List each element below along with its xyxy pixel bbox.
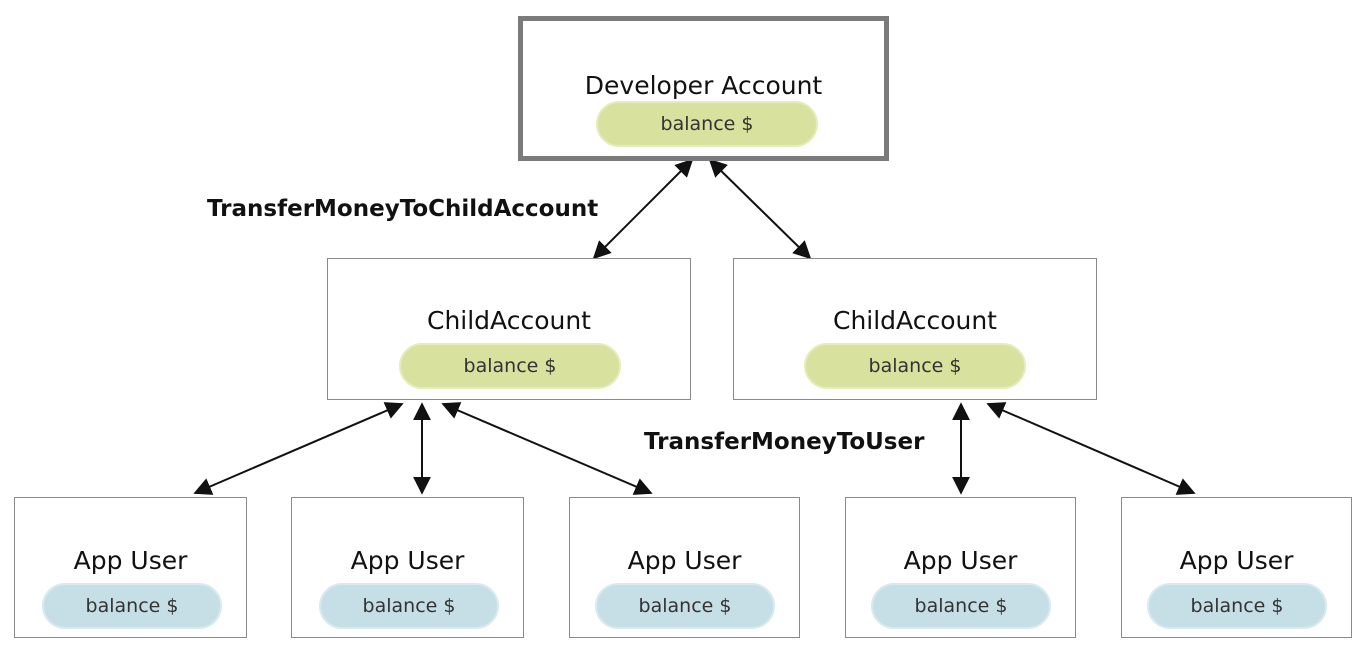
- app-user-balance-pill: balance $: [595, 583, 775, 629]
- app-user-node-1: App User balance $: [14, 497, 247, 638]
- app-user-title: App User: [1179, 546, 1294, 575]
- app-user-balance-pill: balance $: [871, 583, 1051, 629]
- arrow-child-2-user-5: [986, 402, 1196, 495]
- app-user-balance-pill: balance $: [1147, 583, 1327, 629]
- child-account-balance-pill: balance $: [804, 343, 1026, 389]
- arrow-child-1-user-1: [193, 402, 404, 495]
- arrow-developer-child-1: [592, 158, 694, 260]
- app-user-node-5: App User balance $: [1121, 497, 1352, 638]
- child-account-node-1: ChildAccount balance $: [327, 258, 691, 400]
- app-user-node-3: App User balance $: [569, 497, 800, 638]
- app-user-title: App User: [627, 546, 742, 575]
- app-user-node-4: App User balance $: [845, 497, 1076, 638]
- child-account-balance-pill: balance $: [399, 343, 621, 389]
- child-account-title: ChildAccount: [426, 306, 591, 335]
- app-user-title: App User: [350, 546, 465, 575]
- app-user-balance-pill: balance $: [319, 583, 499, 629]
- app-user-balance-pill: balance $: [42, 583, 222, 629]
- child-account-node-2: ChildAccount balance $: [733, 258, 1097, 400]
- arrow-child-1-user-3: [441, 402, 653, 495]
- app-user-node-2: App User balance $: [291, 497, 524, 638]
- app-user-title: App User: [73, 546, 188, 575]
- developer-account-title: Developer Account: [584, 71, 823, 100]
- developer-balance-pill: balance $: [596, 101, 818, 147]
- transfer-to-user-label: TransferMoneyToUser: [644, 429, 925, 455]
- app-user-title: App User: [903, 546, 1018, 575]
- child-account-title: ChildAccount: [832, 306, 997, 335]
- arrow-developer-child-2: [708, 158, 812, 260]
- transfer-to-child-label: TransferMoneyToChildAccount: [207, 196, 599, 222]
- developer-account-node: Developer Account balance $: [518, 16, 889, 161]
